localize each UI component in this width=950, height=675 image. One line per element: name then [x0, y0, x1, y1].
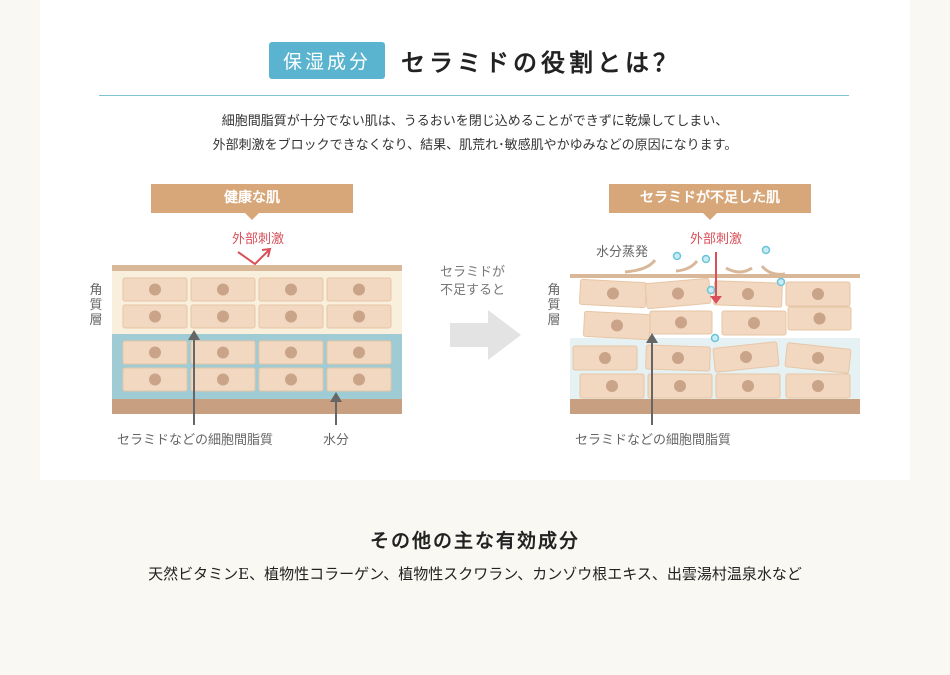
skin-cell — [647, 373, 713, 399]
skin-cell — [582, 310, 652, 341]
healthy-skin-illustration — [112, 247, 402, 425]
skin-cell — [190, 367, 256, 392]
skin-cell — [785, 373, 851, 399]
water-droplet-icon — [672, 245, 786, 343]
skin-cell — [122, 277, 188, 302]
skin-cell — [326, 277, 392, 302]
skin-cell — [644, 277, 712, 310]
skin-cell — [190, 277, 256, 302]
skin-cell — [122, 304, 188, 329]
stimulus-bounce-arrow-icon — [237, 249, 270, 266]
description-line-1: 細胞間脂質が十分でない肌は、うるおいを閉じ込めることができずに乾燥してしまい、 — [221, 114, 729, 129]
healthy-stimulus-label: 外部刺激 — [232, 232, 285, 247]
skin-cell — [258, 367, 324, 392]
skin-cell — [122, 340, 188, 365]
deficient-skin-illustration — [570, 245, 860, 425]
transition-arrow-icon — [450, 310, 521, 360]
skin-cell — [645, 344, 711, 372]
skin-cell — [787, 306, 852, 331]
skin-cell — [579, 373, 645, 399]
skin-cell — [122, 367, 188, 392]
skin-cell — [258, 277, 324, 302]
skin-cell — [649, 310, 713, 335]
transition-label: セラミドが 不足すると — [420, 264, 525, 300]
skin-cell — [326, 367, 392, 392]
deficient-stimulus-label: 外部刺激 — [690, 232, 743, 247]
skin-cell — [578, 278, 648, 309]
section-heading: 保湿成分セラミドの役割とは？ — [0, 42, 950, 79]
skin-cell — [712, 341, 780, 373]
healthy-skin-title: 健康な肌 — [151, 184, 353, 220]
transition-label-line-1: セラミドが — [439, 265, 505, 280]
healthy-water-label: 水分 — [323, 433, 350, 448]
heading-divider — [99, 95, 849, 96]
moisturizing-badge: 保湿成分 — [268, 42, 385, 79]
skin-cell — [721, 310, 787, 336]
healthy-lipid-label: セラミドなどの細胞間脂質 — [117, 433, 274, 448]
description: 細胞間脂質が十分でない肌は、うるおいを閉じ込めることができずに乾燥してしまい、 … — [0, 110, 950, 158]
skin-cell — [258, 304, 324, 329]
description-line-2: 外部刺激をブロックできなくなり、結果、肌荒れ･敏感肌やかゆみなどの原因になります… — [212, 138, 738, 153]
deficient-stratum-label: 角質層 — [547, 283, 561, 328]
skin-cell — [715, 373, 781, 399]
skin-cell — [190, 340, 256, 365]
skin-cell — [713, 280, 783, 308]
transition-label-line-2: 不足すると — [439, 283, 505, 298]
healthy-stratum-label: 角質層 — [89, 283, 103, 328]
skin-cell — [190, 304, 256, 329]
deficient-skin-title: セラミドが不足した肌 — [609, 184, 811, 220]
skin-cell — [326, 304, 392, 329]
skin-cell — [258, 340, 324, 365]
evaporation-label: 水分蒸発 — [596, 245, 649, 260]
skin-cell — [785, 281, 851, 307]
page-title: セラミドの役割とは？ — [401, 48, 681, 77]
other-ingredients-title: その他の主な有効成分 — [369, 530, 580, 552]
skin-cell — [784, 342, 852, 374]
deficient-lipid-label: セラミドなどの細胞間脂質 — [575, 433, 732, 448]
other-ingredients-list: 天然ビタミンE、植物性コラーゲン、植物性スクワラン、カンゾウ根エキス、出雲湯村温… — [148, 565, 802, 583]
skin-cell — [572, 345, 638, 371]
skin-cell — [326, 340, 392, 365]
other-ingredients: その他の主な有効成分 天然ビタミンE、植物性コラーゲン、植物性スクワラン、カンゾ… — [0, 526, 950, 584]
